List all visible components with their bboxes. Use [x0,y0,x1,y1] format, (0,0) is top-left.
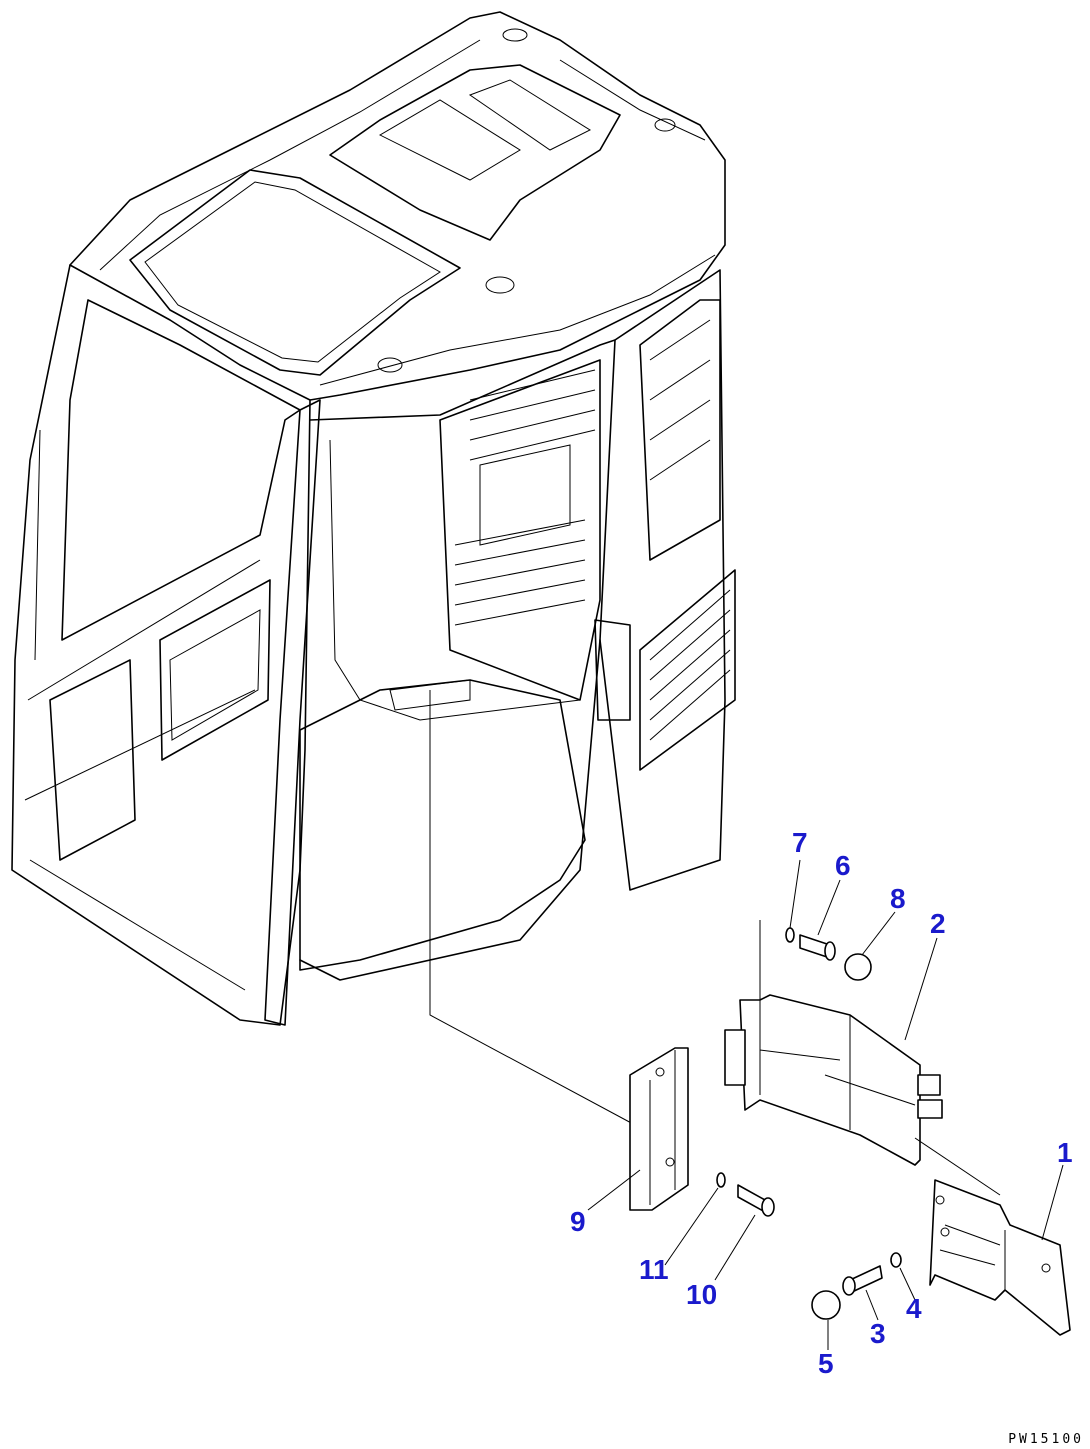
callout-2: 2 [930,908,946,939]
callout-10: 10 [686,1279,718,1310]
left-window [61,299,301,641]
callout-8: 8 [890,883,906,914]
leader-lines [587,859,1064,1350]
part-10-bolt [737,1184,775,1217]
drawing-code: PW15100 [1008,1432,1084,1447]
callout-11: 11 [639,1254,669,1285]
part-6-bolt [799,934,836,961]
rear-vents [454,369,596,626]
part-11-washer [716,1172,726,1188]
left-lower-panel [49,579,271,861]
callout-9: 9 [570,1206,586,1237]
callout-4: 4 [906,1293,922,1324]
front-pillar-left [264,399,321,1026]
part-9-plate [629,1047,689,1211]
roof-skylight [129,169,461,376]
roof-hatch [329,64,621,241]
callout-1: 1 [1057,1137,1073,1168]
part-8-cap [844,953,872,981]
part-5-cap [811,1290,841,1320]
cab-right-side [599,269,726,891]
right-window [639,299,721,561]
right-door-hinge [594,619,631,721]
cab-front-opening [299,339,616,981]
part-4-washer [890,1252,902,1268]
part-2-cover [724,994,943,1166]
callout-3: 3 [870,1318,886,1349]
operator-cab [11,11,736,1126]
callout-6: 6 [835,850,851,881]
part-1-bracket [914,1137,1071,1336]
right-grille [639,569,736,771]
cab-floor [299,679,586,971]
part-7-washer [785,927,795,943]
rear-wall [439,359,601,701]
cab-left-side [11,264,311,1026]
part-3-bolt [842,1265,883,1296]
callout-7: 7 [792,827,808,858]
callout-5: 5 [818,1348,834,1379]
cab-roof [69,11,726,401]
